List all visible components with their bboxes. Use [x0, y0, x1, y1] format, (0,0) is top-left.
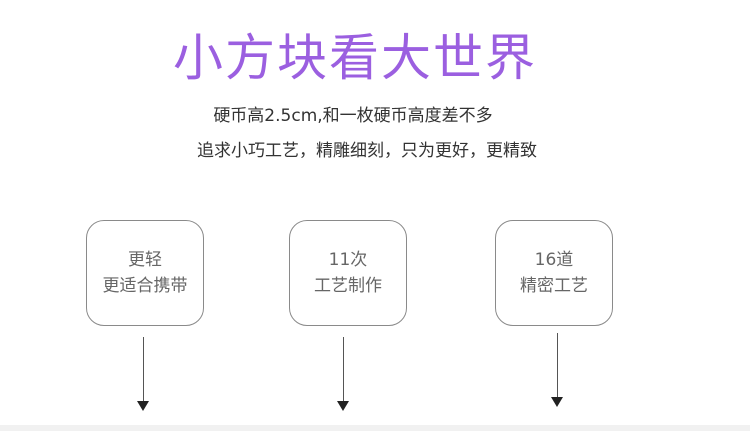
- bottom-band: [0, 425, 750, 431]
- feature-card-process: 11次 工艺制作: [289, 220, 407, 326]
- arrow-shaft: [342, 337, 344, 401]
- arrow-down-icon: [137, 337, 149, 411]
- feature-card-precision: 16道 精密工艺: [495, 220, 613, 326]
- arrow-head: [137, 401, 149, 411]
- feature-desc: 更适合携带: [102, 276, 188, 296]
- feature-card-lighter: 更轻 更适合携带: [86, 220, 204, 326]
- subline-height: 硬币高2.5cm,和一枚硬币高度差不多: [213, 106, 493, 126]
- feature-desc: 精密工艺: [520, 276, 588, 296]
- arrow-head: [551, 397, 563, 407]
- subline-craft: 追求小巧工艺，精雕细刻，只为更好，更精致: [197, 141, 537, 161]
- feature-title: 16道: [534, 250, 574, 270]
- feature-desc: 工艺制作: [314, 276, 382, 296]
- arrow-shaft: [556, 333, 558, 397]
- feature-title: 更轻: [128, 250, 162, 270]
- arrow-shaft: [142, 337, 144, 401]
- arrow-down-icon: [337, 337, 349, 411]
- feature-title: 11次: [328, 250, 368, 270]
- headline: 小方块看大世界: [173, 29, 537, 87]
- arrow-down-icon: [551, 333, 563, 407]
- arrow-head: [337, 401, 349, 411]
